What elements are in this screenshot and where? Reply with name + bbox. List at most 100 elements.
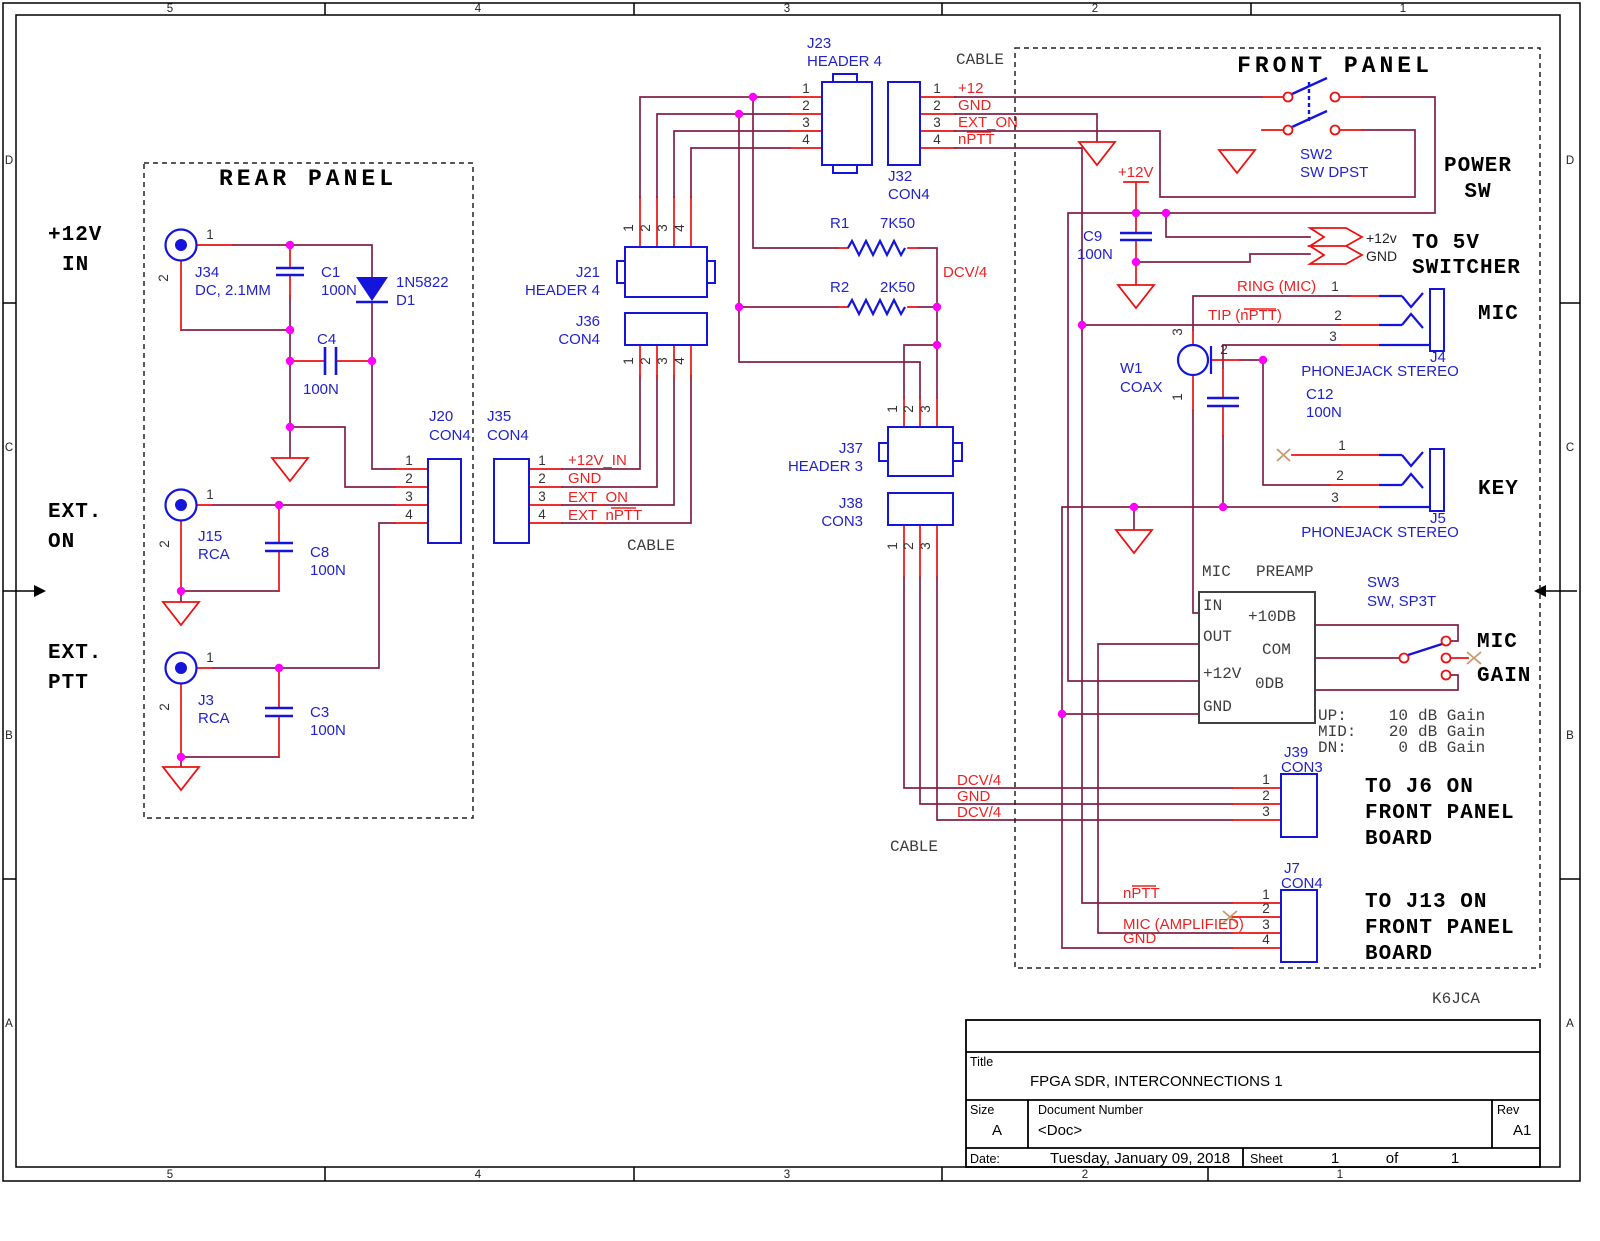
j23-pin3: 3: [802, 115, 810, 130]
j5-pin3: 3: [1331, 490, 1339, 505]
cable-wires: [561, 196, 692, 524]
j4-pin2: 2: [1334, 308, 1342, 323]
label-5v-12v: +12v: [1366, 230, 1397, 246]
j39-pin2: 2: [1262, 788, 1270, 803]
j36-pin1: 1: [621, 357, 636, 365]
preamp-port-gnd: GND: [1203, 698, 1232, 716]
zone-row-left-b: B: [5, 730, 13, 742]
j3-value: RCA: [198, 710, 230, 727]
j4-pin3: 3: [1329, 329, 1337, 344]
label-switcher: SWITCHER: [1412, 257, 1521, 280]
preamp-port-in: IN: [1203, 597, 1222, 615]
mid-section: J23 HEADER 4 1 2 3 4 J32 CON4 1 2 3 4 +1…: [639, 35, 1233, 856]
gain-table: UP: 10 dB Gain MID: 20 dB Gain DN: 0 dB …: [1318, 707, 1485, 757]
border-arrow-left: [34, 585, 46, 597]
j38-pin1: 1: [885, 542, 900, 550]
j38-pin2: 2: [901, 542, 916, 550]
junction-dots: [176, 92, 1268, 762]
preamp-title-mic: MIC: [1202, 563, 1231, 581]
j15-value: RCA: [198, 546, 230, 563]
j39-connector: J39 CON3 1 2 3: [1262, 744, 1323, 838]
w1-coax: 3 1 2 W1 COAX: [1120, 328, 1228, 401]
front-wires: [954, 96, 1469, 949]
j7-pin4: 4: [1262, 932, 1270, 947]
j38-ref: J38: [839, 495, 863, 512]
j21-ref: J21: [576, 264, 600, 281]
j37-header: J37 HEADER 3 1 2 3: [788, 405, 963, 477]
preamp-port-12v: +12V: [1203, 665, 1242, 683]
j36-value: CON4: [558, 331, 600, 348]
j15-pin1: 1: [206, 487, 214, 502]
net-dcv4-a: DCV/4: [957, 772, 1001, 789]
label-mic-gain-2: GAIN: [1477, 665, 1531, 688]
j37-ref: J37: [839, 440, 863, 457]
c4-value: 100N: [303, 381, 339, 398]
j23-value: HEADER 4: [807, 53, 882, 70]
j32-pin4: 4: [933, 132, 941, 147]
zone-row-right-b: B: [1566, 730, 1574, 742]
docnum-label: Document Number: [1038, 1103, 1143, 1117]
zone-col-top-3: 3: [784, 3, 790, 15]
j37-pin2: 2: [901, 405, 916, 413]
c9-value: 100N: [1077, 246, 1113, 263]
r2-resistor: R2 2K50: [830, 279, 915, 317]
d1-ref: D1: [396, 292, 415, 309]
j38-value: CON3: [821, 513, 863, 530]
sheet-number: 1: [1331, 1150, 1339, 1167]
size-value: A: [992, 1122, 1002, 1139]
zone-col-bot-3: 3: [784, 1169, 790, 1181]
r2-ref: R2: [830, 279, 849, 296]
front-panel-section: FRONT PANEL SW2 SW DPST POWER SW +12V C9…: [954, 47, 1541, 1008]
c12-ref: C12: [1306, 386, 1334, 403]
rear-wires: [180, 244, 563, 768]
j35-pin2: 2: [538, 471, 546, 486]
zone-col-bot-2: 2: [1082, 1169, 1088, 1181]
doc-title: FPGA SDR, INTERCONNECTIONS 1: [1030, 1073, 1283, 1090]
j20-connector: J20 CON4 1 2 3 4: [405, 408, 471, 544]
w1-pin1: 1: [1170, 393, 1185, 401]
zone-row-left-d: D: [5, 155, 13, 167]
j39-pin1: 1: [1262, 772, 1270, 787]
net-nptt-j7: nPTT: [1123, 885, 1160, 902]
sw2-power-switch: SW2 SW DPST: [1282, 76, 1368, 181]
d1-value: 1N5822: [396, 274, 449, 291]
label-ext-on-1: EXT.: [48, 501, 102, 524]
c8-value: 100N: [310, 562, 346, 579]
label-ext-on-2: ON: [48, 531, 75, 554]
j34-ref: J34: [195, 264, 219, 281]
j35-pin3: 3: [538, 489, 546, 504]
sheet-of: of: [1386, 1150, 1399, 1167]
j21-value: HEADER 4: [525, 282, 600, 299]
j34-pin1: 1: [206, 227, 214, 242]
j32-value: CON4: [888, 186, 930, 203]
r2-value: 2K50: [880, 279, 915, 296]
j36-pin3: 3: [655, 357, 670, 365]
flag-12v: +12V: [1118, 164, 1153, 181]
j20-value: CON4: [429, 427, 471, 444]
j20-pin2: 2: [405, 471, 413, 486]
zone-col-bot-4: 4: [475, 1169, 482, 1181]
gain-up-unit: dB Gain: [1418, 707, 1485, 725]
j20-pin4: 4: [405, 507, 413, 522]
net-gnd-b: GND: [957, 788, 991, 805]
docnum-value: <Doc>: [1038, 1122, 1082, 1139]
j4-ref: J4: [1430, 349, 1446, 366]
j36-connector: J36 CON4 1 2 3 4: [558, 312, 708, 365]
net-ring-mic: RING (MIC): [1237, 278, 1316, 295]
j21-pin1: 1: [621, 224, 636, 232]
gain-up-value: 10: [1389, 707, 1408, 725]
gain-dn-unit: dB Gain: [1418, 739, 1485, 757]
net-dcv4: DCV/4: [943, 264, 987, 281]
j36-pin2: 2: [638, 357, 653, 365]
label-toj13-2: FRONT PANEL: [1365, 917, 1515, 940]
c12-value: 100N: [1306, 404, 1342, 421]
c9-ref: C9: [1083, 228, 1102, 245]
j36-ref: J36: [576, 313, 600, 330]
title-block: Title FPGA SDR, INTERCONNECTIONS 1 Size …: [965, 1019, 1541, 1168]
label-mic: MIC: [1478, 303, 1519, 326]
c4-ref: C4: [317, 331, 336, 348]
net-ext-on-j32: EXT_ON: [958, 114, 1018, 131]
j39-pin3: 3: [1262, 804, 1270, 819]
j32-pin3: 3: [933, 115, 941, 130]
title-label: Title: [970, 1055, 993, 1069]
